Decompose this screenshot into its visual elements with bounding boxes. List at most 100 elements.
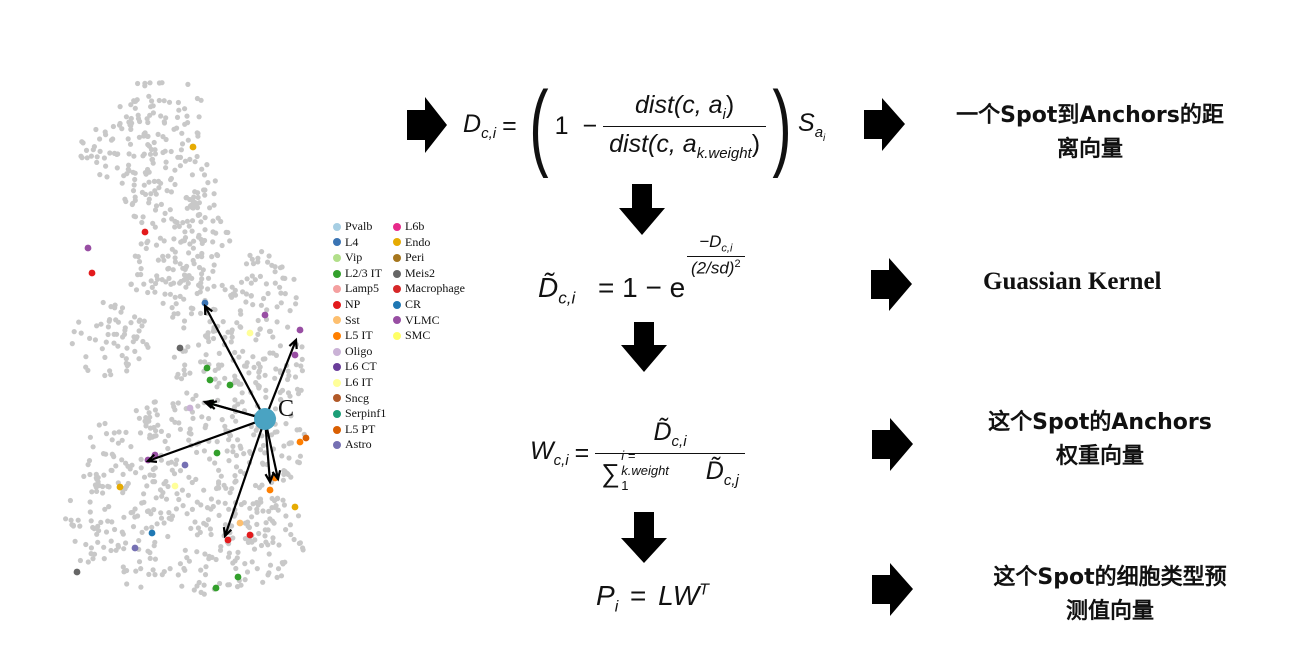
cell-point: [111, 430, 117, 436]
cell-point: [155, 257, 161, 263]
cell-point: [108, 547, 114, 554]
arrow-to-eq1: [407, 97, 447, 153]
cell-point: [194, 499, 200, 505]
cell-point: [239, 399, 245, 405]
cell-point: [247, 252, 253, 258]
cell-point: [154, 412, 160, 418]
cell-point: [191, 587, 197, 593]
cell-point: [142, 80, 148, 86]
cell-point: [195, 212, 202, 218]
cell-point: [227, 433, 234, 439]
cell-point: [277, 368, 283, 374]
cell-point: [293, 362, 299, 368]
cell-point: [103, 529, 110, 535]
cell-point: [206, 415, 212, 422]
cell-point: [174, 457, 180, 463]
cell-point: [174, 219, 180, 226]
cell-point: [162, 291, 168, 297]
cell-point: [93, 126, 99, 133]
cell-point: [182, 362, 188, 368]
cell-point: [260, 442, 267, 449]
legend-color-dot: [333, 409, 341, 418]
cell-point: [168, 175, 174, 182]
cell-point: [141, 151, 147, 157]
legend-color-dot: [333, 238, 341, 247]
anchor-point: [302, 434, 310, 442]
legend-color-dot: [333, 441, 341, 450]
cell-point: [128, 444, 134, 450]
cell-point: [250, 501, 256, 507]
cell-point: [195, 253, 201, 259]
cell-point: [199, 271, 205, 277]
cell-point: [217, 547, 224, 553]
legend-color-dot: [333, 253, 341, 262]
anchor-point: [246, 329, 254, 337]
cell-point: [174, 114, 181, 120]
cell-point: [187, 430, 193, 436]
cell-point: [135, 80, 141, 87]
cell-point: [258, 542, 265, 549]
arrow-eq3-to-label3: [872, 418, 913, 471]
cell-point: [198, 359, 204, 365]
cell-point: [77, 557, 83, 564]
cell-point: [166, 275, 172, 281]
cell-point: [158, 457, 164, 463]
cell-point: [130, 188, 137, 194]
legend-item: L4: [333, 235, 386, 251]
cell-point: [198, 567, 204, 573]
cell-point: [111, 340, 117, 346]
cell-point: [145, 142, 151, 148]
cell-point: [266, 253, 272, 259]
cell-point: [120, 471, 126, 477]
cell-point: [263, 520, 269, 526]
anchor-point: [181, 461, 189, 469]
cell-point: [203, 564, 209, 570]
cell-point: [243, 261, 250, 267]
cell-point: [168, 459, 174, 465]
cell-point: [288, 531, 294, 538]
cell-point: [107, 150, 113, 156]
cell-point: [183, 194, 190, 201]
cell-point: [200, 267, 206, 273]
cell-point: [117, 104, 123, 110]
cell-point: [269, 495, 275, 502]
anchor-point: [176, 344, 184, 352]
cell-point: [144, 405, 150, 411]
cell-point: [103, 132, 109, 138]
cell-point: [230, 291, 236, 297]
cell-point: [140, 338, 146, 345]
legend-color-dot: [393, 253, 401, 262]
cell-point: [235, 549, 241, 555]
cell-point: [76, 319, 82, 325]
anchor-arrow-head: [288, 337, 298, 350]
cell-point: [141, 182, 147, 188]
cell-point: [119, 457, 125, 463]
cell-point: [201, 187, 207, 193]
cell-point: [191, 238, 197, 244]
cell-point: [254, 509, 260, 515]
cell-point: [121, 546, 127, 552]
cell-point: [235, 437, 241, 443]
legend-item: L5 PT: [333, 422, 386, 438]
cell-point: [255, 255, 261, 261]
cell-point: [264, 307, 270, 313]
cell-point: [184, 511, 190, 517]
cell-point: [172, 255, 178, 261]
cell-point: [229, 523, 235, 529]
cell-point: [253, 427, 259, 433]
cell-point: [285, 324, 291, 330]
cell-point: [212, 376, 218, 382]
cell-point: [153, 428, 159, 434]
cell-point: [94, 531, 100, 537]
cell-point: [285, 368, 291, 374]
cell-point: [146, 93, 152, 99]
legend-color-dot: [333, 285, 341, 294]
cell-point: [164, 188, 170, 194]
cell-point: [257, 326, 263, 332]
cell-point: [272, 280, 278, 286]
cell-point: [201, 582, 207, 588]
cell-point: [146, 571, 152, 577]
legend-color-dot: [393, 300, 401, 309]
cell-point: [258, 302, 264, 308]
cell-point: [272, 264, 278, 270]
